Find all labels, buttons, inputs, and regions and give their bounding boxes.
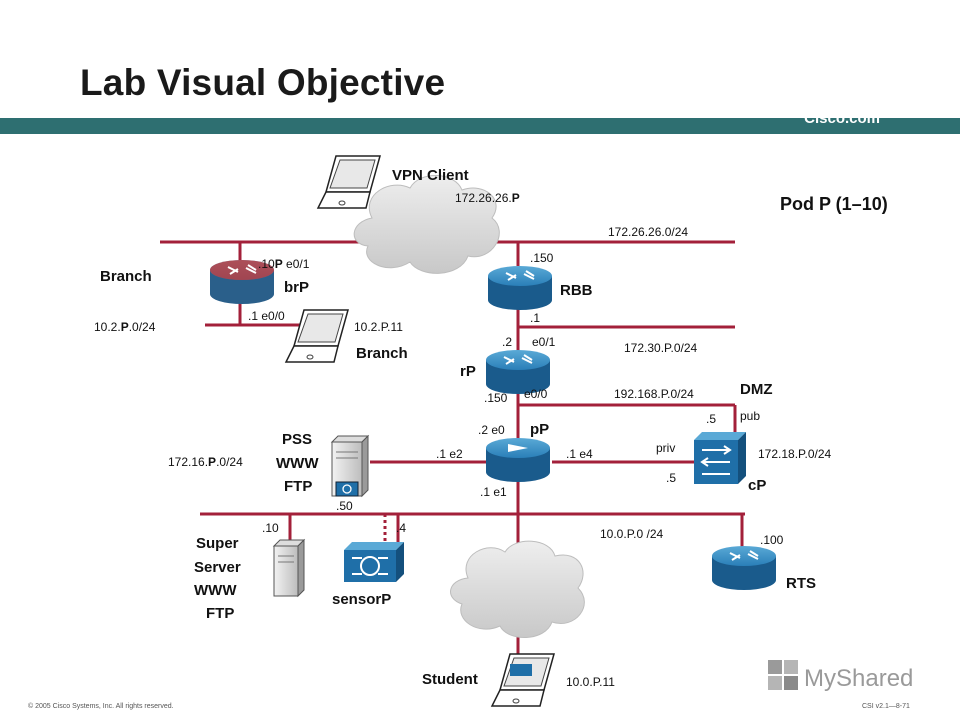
net-172-30-label: 172.30.P.0/24 [624, 341, 698, 355]
pod-label: Pod P (1–10) [780, 194, 888, 214]
pss-line-3: FTP [284, 478, 312, 495]
branch-area-label: Branch [100, 268, 152, 285]
pss-50-label: .50 [336, 499, 353, 513]
brp-e00-label: .1 e0/0 [248, 309, 285, 323]
cp-pub-label: pub [740, 409, 760, 423]
pss-server-icon [330, 434, 370, 498]
pp-label: pP [530, 421, 549, 438]
pp-e0-label: .2 e0 [478, 423, 505, 437]
vpn-ip-label: 172.26.26.P [455, 191, 520, 205]
rts-label: RTS [786, 575, 816, 592]
sensor-icon [344, 542, 404, 582]
brp-e01-label: .10P e0/1 [258, 257, 310, 271]
rp-e00-label: e0/0 [524, 387, 548, 401]
cp-5-top-label: .5 [706, 412, 716, 426]
rbb-router-icon [488, 266, 552, 310]
super-line-3: WWW [194, 582, 237, 599]
dmz-label: DMZ [740, 381, 773, 398]
pp-firewall-router-icon [486, 438, 550, 482]
cp-priv-label: priv [656, 441, 675, 455]
sensor-4-label: .4 [396, 521, 406, 535]
super-line-1: Super [196, 535, 239, 552]
student-laptop-icon [490, 653, 555, 707]
sensor-label: sensorP [332, 591, 391, 608]
rp-150-label: .150 [484, 391, 508, 405]
branch-pc-ip-label: 10.2.P.11 [354, 320, 403, 334]
brand-label: Cisco.com [804, 110, 880, 127]
net-172-26-label: 172.26.26.0/24 [608, 225, 688, 239]
rp-2-label: .2 [502, 335, 512, 349]
rbb-label: RBB [560, 282, 593, 299]
branch-router-icon [210, 260, 274, 304]
net-10-0-label: 10.0.P.0 /24 [600, 527, 663, 541]
rp-e01-label: e0/1 [532, 335, 556, 349]
rts-router-icon [712, 546, 776, 590]
watermark-logo: MyShared [766, 656, 926, 701]
rp-label: rP [460, 363, 476, 380]
student-ip-label: 10.0.P.11 [566, 675, 615, 689]
brp-label: brP [284, 279, 309, 296]
super-line-2: Server [194, 559, 241, 576]
rbb-1-label: .1 [530, 311, 540, 325]
internet-cloud [353, 175, 500, 274]
student-cloud [450, 540, 585, 639]
page-title: Lab Visual Objective [80, 62, 446, 103]
super-10-label: .10 [262, 521, 279, 535]
pp-e1-label: .1 e1 [480, 485, 507, 499]
rbb-150-label: .150 [530, 251, 554, 265]
rts-100-label: .100 [760, 533, 784, 547]
branch-pc-laptop-icon [284, 309, 349, 363]
super-line-4: FTP [206, 605, 234, 622]
net-192-168-label: 192.168.P.0/24 [614, 387, 694, 401]
vpn-client-laptop-icon [316, 155, 381, 209]
header-band [0, 118, 960, 134]
pss-line-2: WWW [276, 455, 319, 472]
rp-router-icon [486, 350, 550, 394]
pp-e2-label: .1 e2 [436, 447, 463, 461]
watermark-text: MyShared [804, 665, 913, 692]
super-server-icon [272, 538, 306, 598]
cp-firewall-icon [694, 432, 746, 484]
branch-pc-label: Branch [356, 345, 408, 362]
student-label: Student [422, 671, 478, 688]
pp-e4-label: .1 e4 [566, 447, 593, 461]
copyright-footer: © 2005 Cisco Systems, Inc. All rights re… [28, 703, 174, 710]
course-footer: CSI v2.1—8-71 [862, 703, 910, 710]
net-172-16-label: 172.16.P.0/24 [168, 455, 243, 469]
net-172-18-label: 172.18.P.0/24 [758, 447, 832, 461]
net-10-2-label: 10.2.P.0/24 [94, 320, 156, 334]
pss-line-1: PSS [282, 431, 312, 448]
vpn-client-label: VPN Client [392, 167, 469, 184]
cp-label: cP [748, 477, 766, 494]
cp-5-left-label: .5 [666, 471, 676, 485]
